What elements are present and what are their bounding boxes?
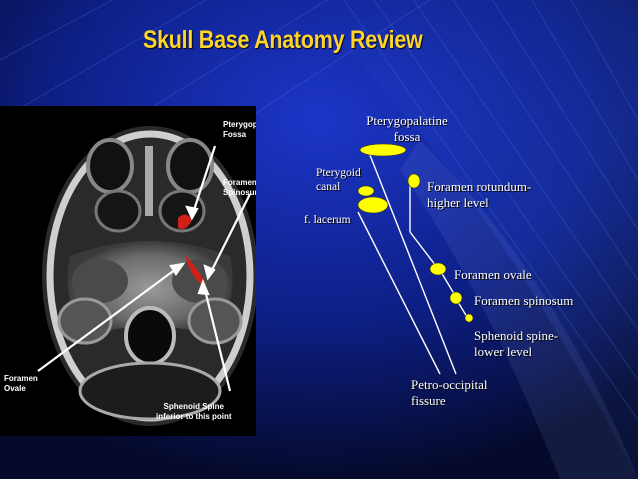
- foramen-highlight: [186, 256, 206, 285]
- ct-skull-illustration: [37, 126, 256, 426]
- marker-foramen-lacerum: [357, 196, 389, 214]
- label-petro-occipital-fissure: Petro-occipital fissure: [411, 377, 488, 408]
- label-foramen-rotundum: Foramen rotundum- higher level: [427, 179, 532, 210]
- ct-label-foramen-ovale: Foramen Ovale: [4, 374, 38, 393]
- marker-foramen-spinosum: [449, 291, 463, 305]
- label-sphenoid-spine: Sphenoid spine- lower level: [474, 328, 559, 359]
- pterygopalatine-highlight: [178, 214, 192, 229]
- label-foramen-ovale: Foramen ovale: [454, 267, 532, 282]
- marker-foramen-rotundum: [407, 173, 421, 189]
- slide-title: Skull Base Anatomy Review: [143, 26, 423, 54]
- label-pterygopalatine-fossa: Pterygopalatine fossa: [366, 113, 448, 144]
- arrow-sphenoid-spine: [202, 285, 232, 392]
- marker-sphenoid-spine: [464, 313, 474, 323]
- ct-label-pterygopalatine-fossa: Pterygopalatine Fossa: [223, 120, 256, 139]
- marker-pterygopalatine-fossa: [359, 143, 407, 157]
- ct-label-foramen-spinosum: Foramen Spinosum: [223, 178, 256, 197]
- label-foramen-spinosum: Foramen spinosum: [474, 293, 574, 308]
- marker-foramen-ovale: [429, 262, 447, 276]
- label-pterygoid-canal: Pterygoid canal: [316, 167, 361, 193]
- ct-label-sphenoid-spine: Sphenoid Spine inferior to this point: [156, 402, 232, 421]
- line-petro-occipital-1: [367, 149, 457, 375]
- arrow-spinosum: [209, 193, 251, 275]
- line-rotundum-ovale: [409, 231, 437, 267]
- marker-pterygoid-canal: [357, 185, 375, 197]
- ct-scan-image: Pterygopalatine Fossa Foramen Spinosum F…: [0, 106, 256, 436]
- label-foramen-lacerum: f. lacerum: [304, 214, 351, 226]
- line-petro-occipital-2: [357, 211, 441, 375]
- arrow-ovale: [37, 265, 181, 372]
- arrow-pterygopalatine: [190, 145, 217, 217]
